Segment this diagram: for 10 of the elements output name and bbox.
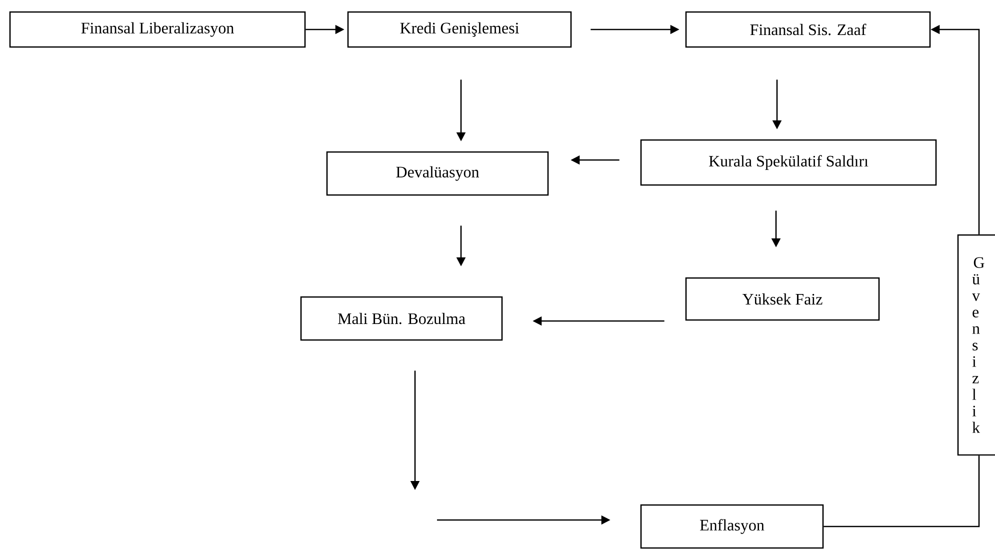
process-box: Devalüasyon <box>326 151 549 196</box>
process-box: Mali Bün. Bozulma <box>300 296 503 341</box>
process-box: Kurala Spekülatif Saldırı <box>640 139 937 186</box>
process-box: Finansal Liberalizasyon <box>9 11 306 48</box>
process-box: Yüksek Faiz <box>685 277 880 321</box>
process-box: Finansal Sis. Zaaf <box>685 11 931 48</box>
process-box: Kredi Genişlemesi <box>347 11 572 48</box>
vertical-label-box: Güvensizlik <box>957 234 995 456</box>
connector-line <box>824 456 980 528</box>
process-box: Enflasyon <box>640 504 824 549</box>
